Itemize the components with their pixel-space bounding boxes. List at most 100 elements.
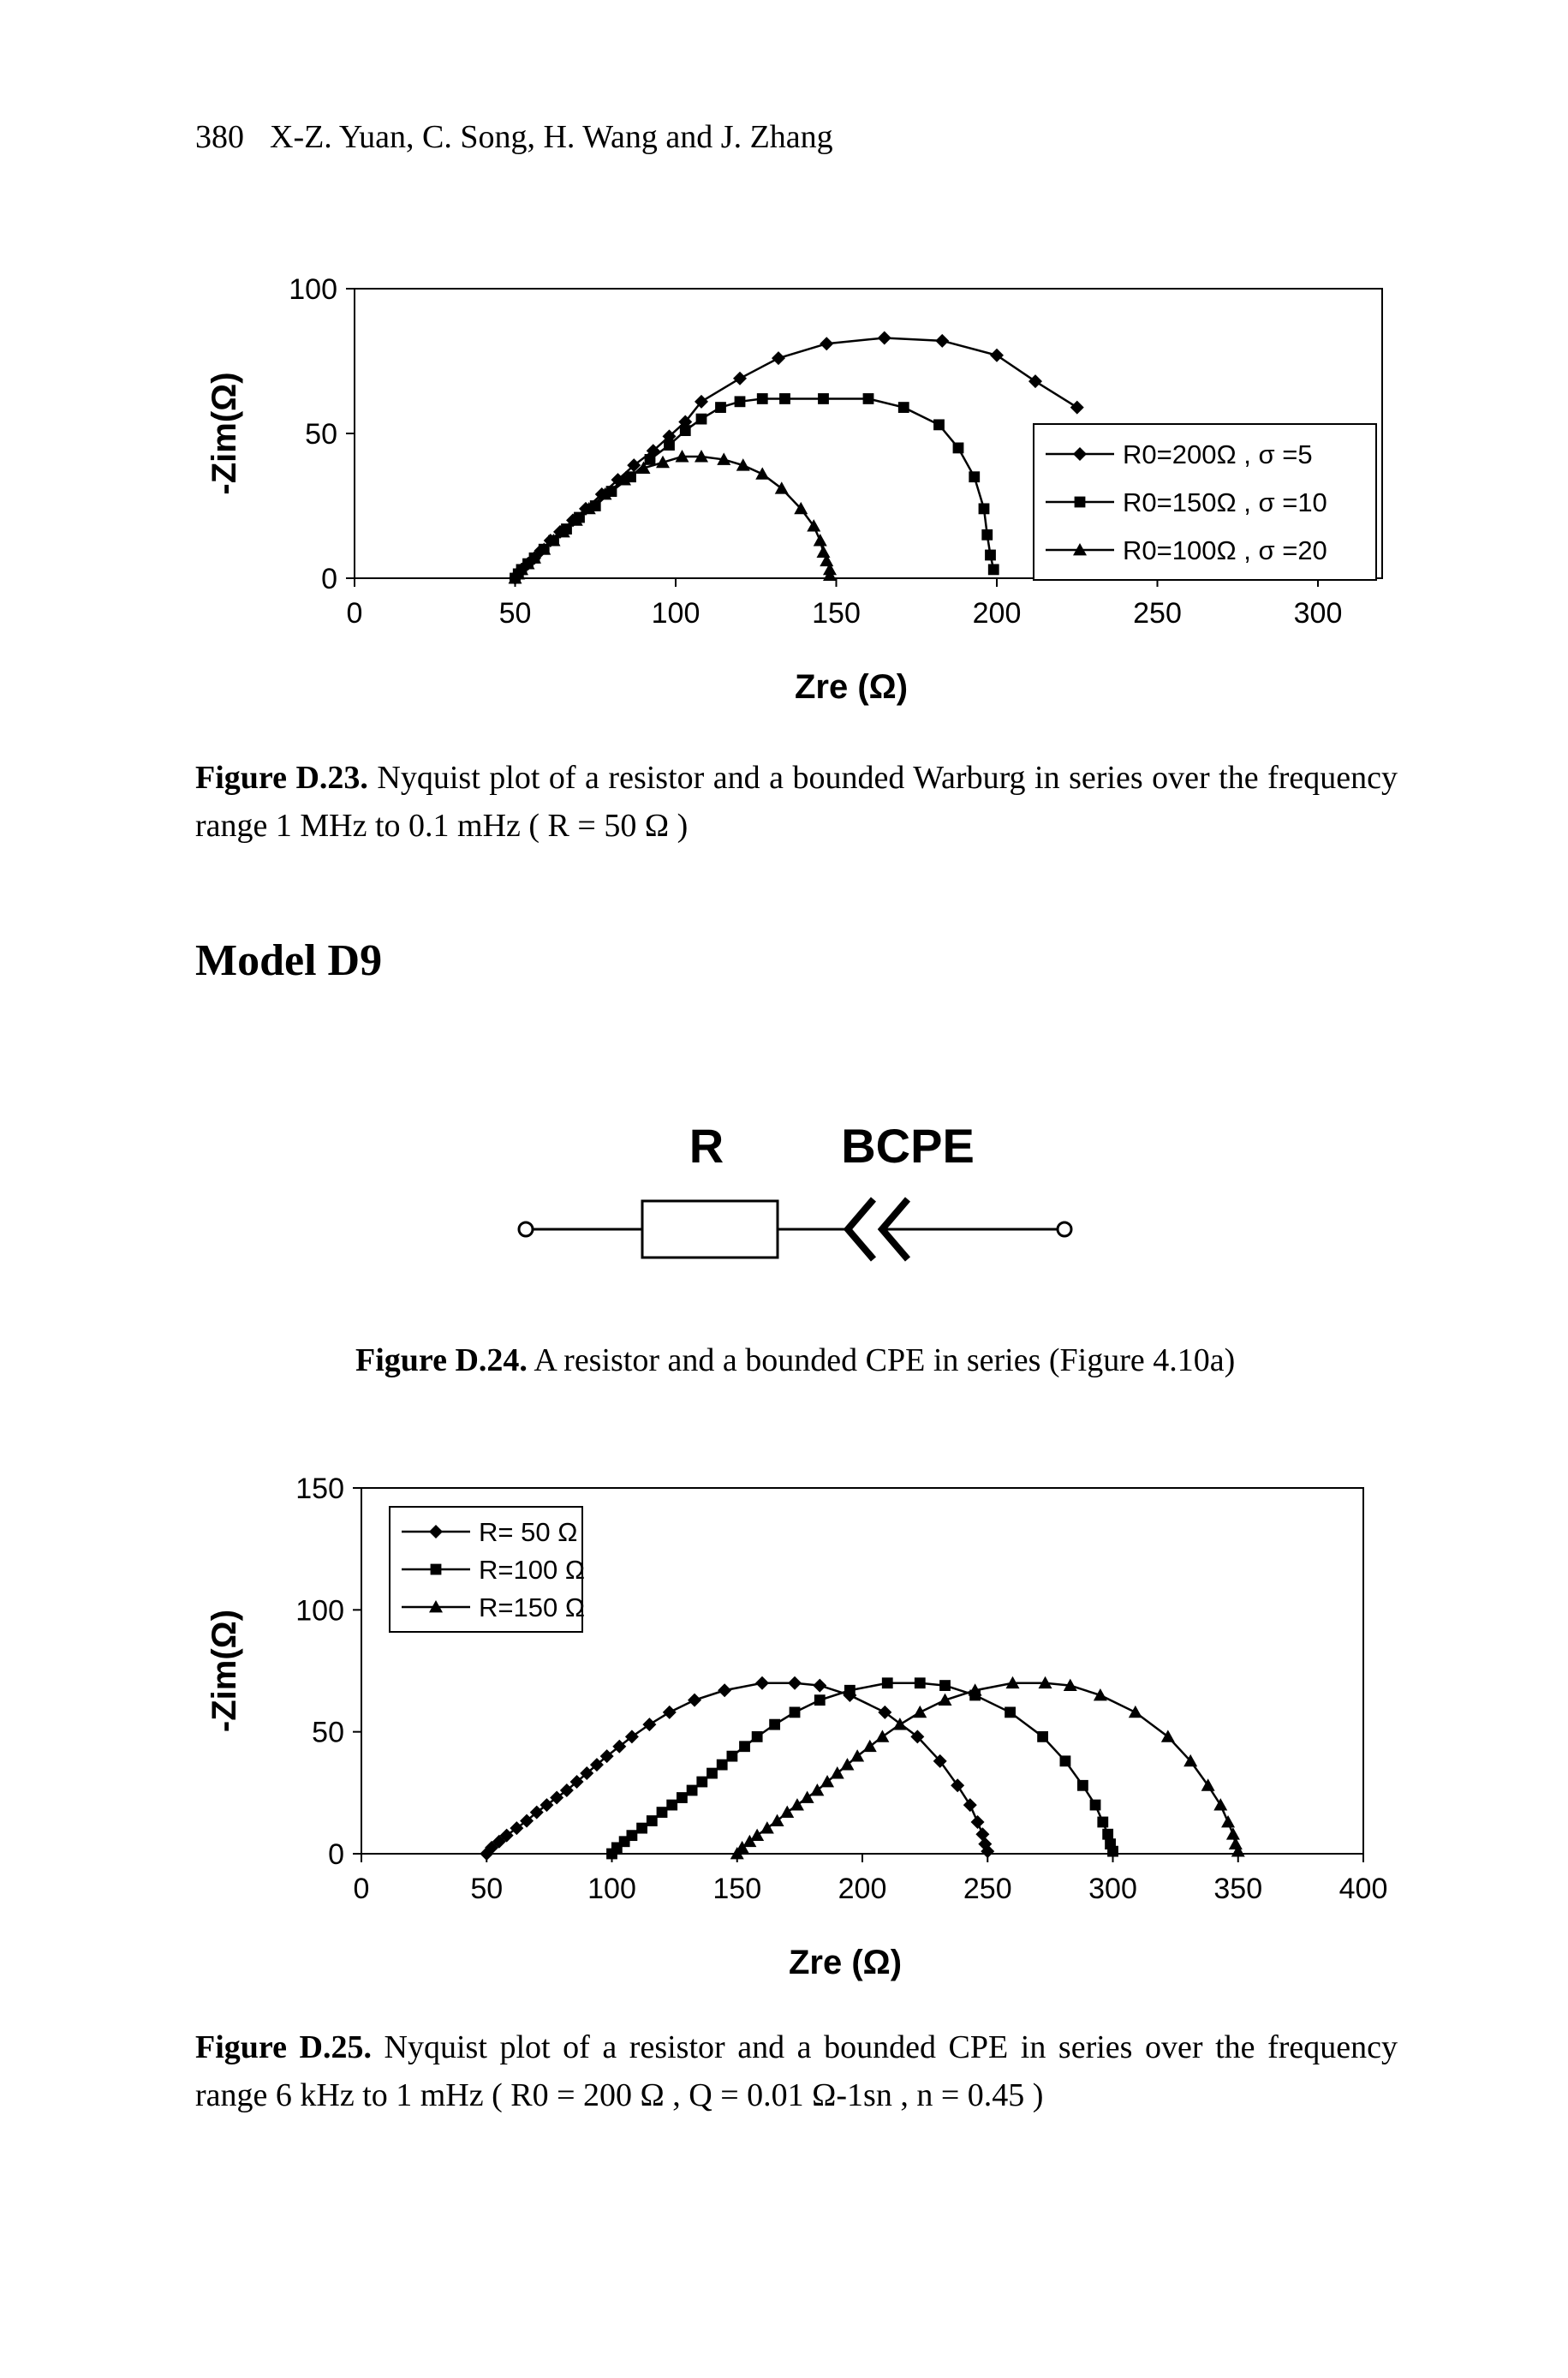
data-point xyxy=(666,1799,678,1811)
data-point xyxy=(546,534,561,547)
x-tick-label: 300 xyxy=(1294,597,1343,630)
data-point xyxy=(772,351,785,366)
data-point xyxy=(736,458,750,471)
data-point xyxy=(642,1718,657,1732)
data-point xyxy=(636,1822,647,1834)
data-point xyxy=(589,1758,604,1772)
data-point xyxy=(717,452,731,465)
series-line xyxy=(611,1682,1114,1855)
y-axis-label: -Zim(Ω) xyxy=(206,372,243,494)
data-point xyxy=(978,503,990,515)
data-point xyxy=(810,1783,825,1796)
data-point xyxy=(939,1680,951,1691)
y-axis-label: -Zim(Ω) xyxy=(206,1610,243,1732)
data-point xyxy=(644,454,656,465)
caption-text: Nyquist plot of a resistor and a bounded… xyxy=(195,2029,1398,2113)
x-axis-label: Zre (Ω) xyxy=(789,1944,902,1981)
data-point xyxy=(1183,1754,1198,1767)
data-point xyxy=(520,1813,534,1828)
legend-item: R0=150Ω , σ =10 xyxy=(1046,487,1327,517)
data-point xyxy=(1102,1828,1114,1840)
data-point xyxy=(695,394,708,409)
y-tick-label: 50 xyxy=(305,418,337,451)
data-point xyxy=(774,481,789,494)
data-point xyxy=(627,458,641,473)
authors: X-Z. Yuan, C. Song, H. Wang and J. Zhang xyxy=(270,119,833,155)
data-point xyxy=(686,1784,698,1796)
data-point xyxy=(981,1844,995,1859)
series-line xyxy=(486,1682,989,1855)
data-point xyxy=(1037,1730,1048,1742)
data-point xyxy=(1077,1779,1088,1791)
legend-marker xyxy=(429,1600,443,1613)
data-point xyxy=(537,542,551,555)
data-point xyxy=(750,1828,765,1842)
data-point xyxy=(933,1754,947,1768)
series-2 xyxy=(606,1677,1118,1860)
data-point xyxy=(769,1718,781,1730)
caption-text: A resistor and a bounded CPE in series (… xyxy=(534,1342,1236,1378)
series-line xyxy=(514,455,832,579)
series-1 xyxy=(508,331,1084,585)
data-point xyxy=(556,524,570,538)
data-point xyxy=(510,1821,524,1836)
data-point xyxy=(735,1840,749,1854)
data-point xyxy=(813,534,827,547)
data-point xyxy=(910,1730,925,1744)
data-point xyxy=(540,1798,554,1813)
legend-label: R=100 Ω xyxy=(479,1555,585,1585)
data-point xyxy=(892,1718,907,1730)
data-point xyxy=(751,1730,763,1742)
data-point xyxy=(677,1792,688,1803)
data-point xyxy=(789,1706,801,1718)
data-point xyxy=(742,1834,757,1848)
data-point xyxy=(823,568,837,582)
data-point xyxy=(952,442,964,454)
legend-label: R= 50 Ω xyxy=(479,1517,577,1547)
legend-item: R0=200Ω , σ =5 xyxy=(1046,439,1313,469)
data-point xyxy=(706,1767,718,1779)
legend-label: R=150 Ω xyxy=(479,1592,585,1622)
data-point xyxy=(499,1828,514,1843)
data-point xyxy=(1005,1706,1016,1718)
y-tick-label: 0 xyxy=(328,1838,344,1871)
x-tick-label: 350 xyxy=(1213,1873,1262,1905)
data-point xyxy=(788,1676,802,1690)
x-tick-label: 50 xyxy=(470,1873,503,1905)
series-2 xyxy=(510,393,999,584)
data-point xyxy=(646,444,660,458)
data-point xyxy=(933,419,945,431)
data-point xyxy=(718,1683,732,1698)
resistor-label: R xyxy=(689,1119,724,1173)
data-point xyxy=(990,348,1004,362)
data-point xyxy=(756,393,768,404)
legend-label: R0=150Ω , σ =10 xyxy=(1123,487,1327,517)
data-point xyxy=(820,1775,835,1788)
data-point xyxy=(779,393,790,404)
data-point xyxy=(1070,400,1084,415)
data-point xyxy=(1225,1827,1240,1840)
data-point xyxy=(813,1678,827,1693)
data-point xyxy=(938,1693,952,1706)
x-axis-label: Zre (Ω) xyxy=(795,668,908,706)
bcpe-symbol-chevron-1 xyxy=(843,1197,877,1262)
data-point xyxy=(569,513,583,526)
data-point xyxy=(624,1730,639,1744)
resistor-symbol xyxy=(641,1199,779,1259)
caption-label: Figure D.25. xyxy=(195,2029,372,2065)
x-tick-label: 150 xyxy=(812,597,861,630)
data-point xyxy=(850,1749,865,1762)
legend: R= 50 Ω R=100 Ω R=150 Ω xyxy=(389,1506,585,1633)
data-point xyxy=(695,450,708,463)
x-tick-label: 200 xyxy=(973,597,1022,630)
legend-item: R0=100Ω , σ =20 xyxy=(1046,535,1327,565)
data-point xyxy=(1160,1730,1175,1742)
data-point xyxy=(529,1805,544,1819)
data-point xyxy=(755,1676,769,1690)
data-point xyxy=(716,1759,728,1771)
data-point xyxy=(1028,374,1042,389)
series-line xyxy=(736,1682,1239,1855)
data-point xyxy=(598,487,612,500)
